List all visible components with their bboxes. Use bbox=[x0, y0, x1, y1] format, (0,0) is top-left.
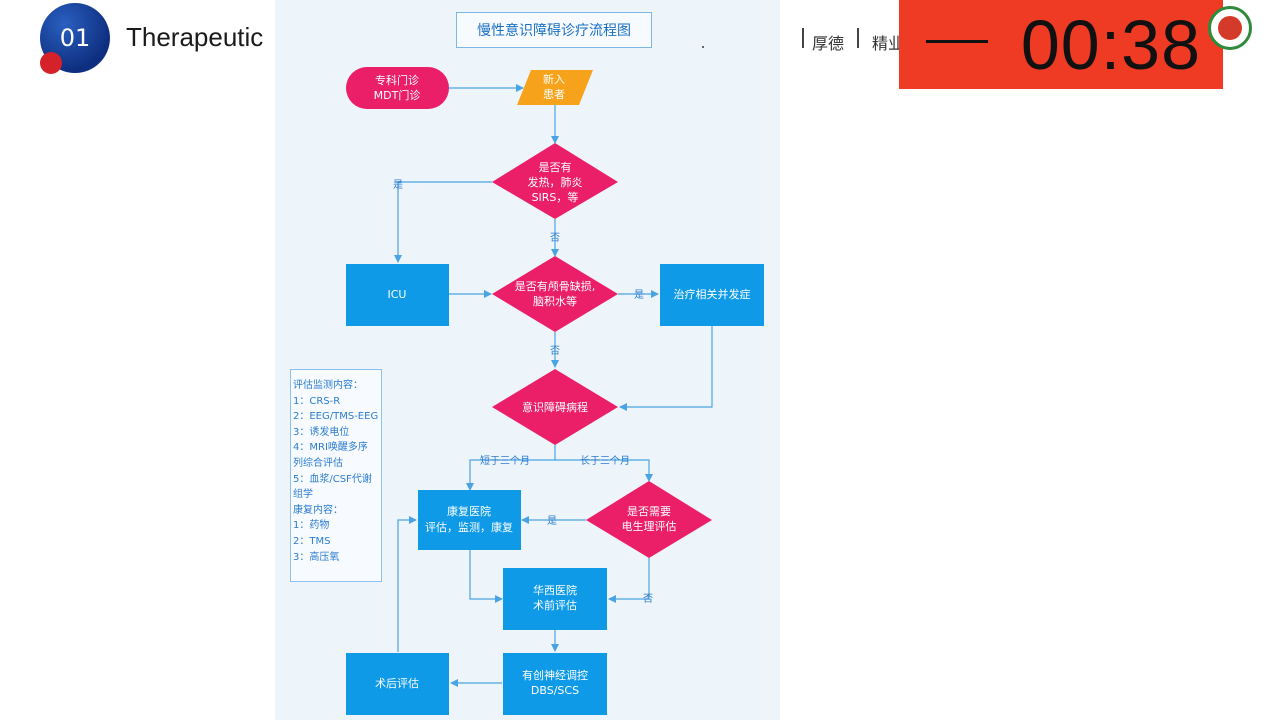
node-new-line1: 新入 bbox=[543, 72, 565, 86]
edge-fever-yes-icu bbox=[394, 181, 492, 263]
node-q-skull bbox=[492, 256, 618, 332]
node-huaxi-line2: 术前评估 bbox=[533, 598, 577, 612]
node-skull-line1: 是否有颅骨缺损, bbox=[515, 279, 596, 293]
note-line: 组学 bbox=[293, 489, 313, 501]
motto-separator bbox=[857, 28, 859, 48]
node-q-fever bbox=[492, 143, 618, 219]
node-postop-text: 术后评估 bbox=[375, 677, 419, 690]
node-huaxi-line1: 华西医院 bbox=[533, 583, 577, 597]
section-title: Therapeutic bbox=[126, 22, 264, 52]
node-treat-text: 治疗相关并发症 bbox=[674, 287, 751, 301]
edge-rehab-to-huaxi bbox=[469, 550, 503, 603]
node-skull-line2: 脑积水等 bbox=[533, 294, 577, 308]
node-rehab bbox=[418, 490, 521, 550]
node-q-electro bbox=[586, 481, 712, 558]
node-rehab-line2: 评估，监测，康复 bbox=[425, 520, 513, 534]
motto-item: 厚德 bbox=[812, 34, 845, 53]
node-dbs-line2: DBS/SCS bbox=[531, 684, 579, 697]
motto-separator bbox=[802, 28, 804, 48]
note-line: 康复内容： bbox=[293, 504, 343, 516]
note-line: 评估监测内容： bbox=[293, 380, 363, 391]
node-dbs bbox=[503, 653, 607, 715]
timer-value: 00:38 bbox=[1020, 5, 1201, 84]
note-line: 列综合评估 bbox=[293, 457, 343, 469]
stray-dot bbox=[702, 46, 704, 48]
timer-dash bbox=[926, 40, 988, 43]
flowchart-title: 慢性意识障碍诊疗流程图 bbox=[456, 12, 652, 48]
note-line: 1：药物 bbox=[293, 520, 330, 532]
node-clinic bbox=[346, 67, 449, 109]
hospital-logo-icon bbox=[1208, 6, 1252, 50]
section-number: 01 bbox=[59, 24, 91, 52]
node-electro-line2: 电生理评估 bbox=[622, 519, 677, 533]
edge-postop-to-rehab bbox=[397, 516, 417, 652]
node-dbs-line1: 有创神经调控 bbox=[522, 668, 588, 682]
node-doc-course bbox=[492, 369, 618, 445]
node-fever-line3: SIRS，等 bbox=[532, 190, 579, 204]
node-huaxi bbox=[503, 568, 607, 630]
label-electro-no: 否 bbox=[643, 593, 653, 605]
node-clinic-line1: 专科门诊 bbox=[375, 73, 419, 87]
edge-treat-to-course bbox=[619, 326, 713, 411]
node-icu bbox=[346, 264, 449, 326]
notes-box: 评估监测内容： 1：CRS-R 2：EEG/TMS-EEG 3：诱发电位 4：M… bbox=[290, 369, 382, 582]
node-postop bbox=[346, 653, 449, 715]
note-line: 3：诱发电位 bbox=[293, 426, 350, 438]
node-new-line2: 患者 bbox=[543, 88, 565, 101]
node-new-patient bbox=[517, 70, 593, 105]
note-line: 4：MRI唤醒多序 bbox=[293, 442, 368, 454]
node-fever-line1: 是否有 bbox=[539, 160, 572, 174]
node-rehab-line1: 康复医院 bbox=[447, 504, 491, 518]
note-line: 1：CRS-R bbox=[293, 395, 341, 407]
label-fever-no: 否 bbox=[550, 232, 560, 244]
label-long: 长于三个月 bbox=[580, 455, 630, 467]
motto-item: 精业 bbox=[872, 34, 905, 53]
note-line: 2：TMS bbox=[293, 535, 331, 547]
node-electro-line1: 是否需要 bbox=[627, 505, 671, 518]
node-treat-comp bbox=[660, 264, 764, 326]
edge-course-long bbox=[555, 459, 653, 482]
countdown-timer: 00:38 bbox=[899, 0, 1223, 89]
label-skull-yes: 是 bbox=[634, 289, 644, 301]
badge-dot-icon bbox=[40, 52, 62, 74]
label-electro-yes: 是 bbox=[547, 515, 557, 527]
edge-electro-no bbox=[608, 558, 650, 603]
label-skull-no: 否 bbox=[550, 345, 560, 357]
edge-course-short bbox=[466, 445, 556, 491]
label-fever-yes: 是 bbox=[393, 179, 403, 191]
note-line: 5：血浆/CSF代谢 bbox=[293, 473, 372, 485]
note-line: 2：EEG/TMS-EEG bbox=[293, 411, 379, 423]
node-icu-text: ICU bbox=[388, 288, 407, 301]
node-fever-line2: 发热，肺炎 bbox=[528, 175, 583, 189]
note-line: 3：高压氧 bbox=[293, 551, 340, 563]
node-course-text: 意识障碍病程 bbox=[522, 400, 588, 414]
label-short: 短于三个月 bbox=[480, 454, 530, 467]
node-clinic-line2: MDT门诊 bbox=[374, 88, 421, 102]
